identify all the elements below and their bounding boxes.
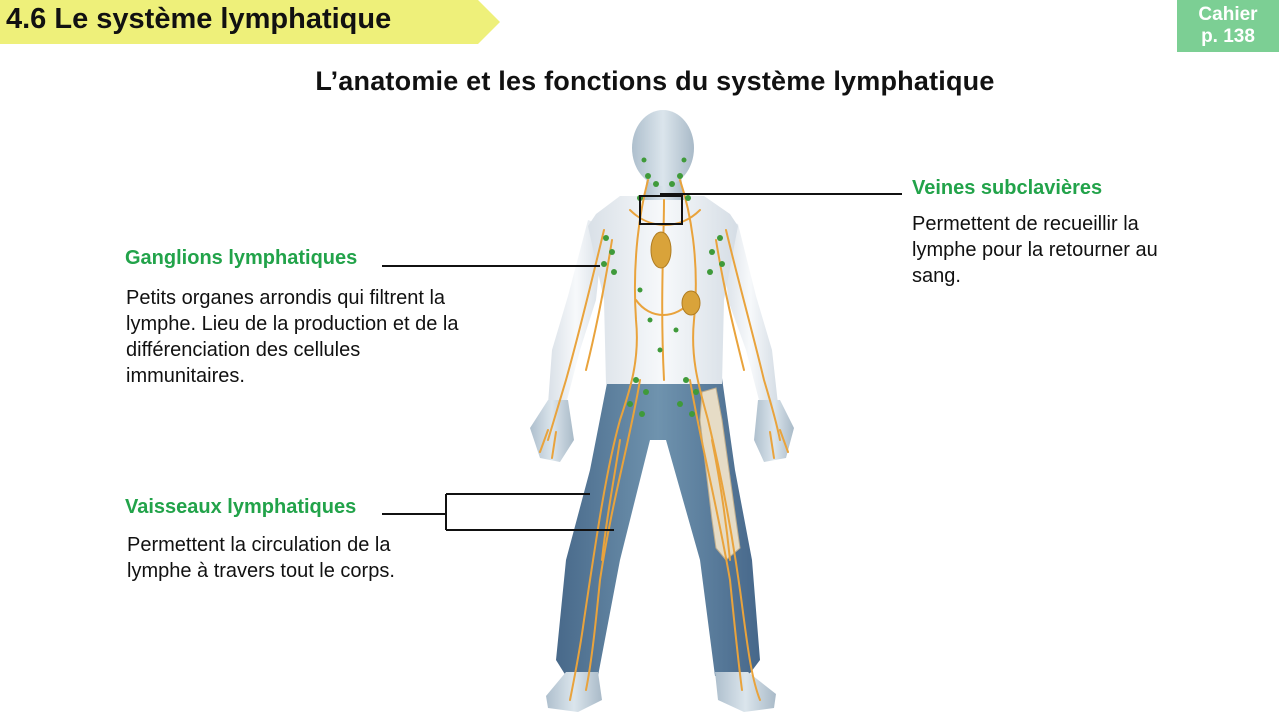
cahier-label: Cahier <box>1198 4 1258 25</box>
cahier-badge: Cahier p. 138 <box>1177 0 1279 52</box>
label-vaisseaux-lymphatiques: Vaisseaux lymphatiques <box>125 496 357 518</box>
right-hand <box>754 400 794 462</box>
head <box>632 110 694 186</box>
spleen <box>681 290 701 316</box>
lymph-nodes <box>601 157 725 417</box>
desc-veines-subclavieres: Permettent de recueillir la lymphe pour … <box>912 213 1158 287</box>
desc-ganglions-lymphatiques: Petits organes arrondis qui filtrent la … <box>126 287 459 387</box>
subclavian-box <box>639 195 683 225</box>
diagram-title: L’anatomie et les fonctions du système l… <box>315 66 995 96</box>
desc-vaisseaux-lymphatiques: Permettent la circulation de la lymphe à… <box>127 534 395 582</box>
section-banner: 4.6 Le système lymphatique <box>0 0 500 44</box>
cahier-page: p. 138 <box>1201 26 1255 47</box>
banner-background <box>0 0 500 44</box>
label-ganglions-lymphatiques: Ganglions lymphatiques <box>125 247 358 269</box>
label-veines-subclavieres: Veines subclavières <box>912 177 1103 199</box>
section-title: 4.6 Le système lymphatique <box>6 3 392 35</box>
thymus <box>650 231 672 269</box>
lymphatic-vessels <box>539 179 789 701</box>
leader-lines <box>382 193 902 531</box>
right-foot <box>715 672 776 712</box>
right-arm <box>722 220 778 404</box>
